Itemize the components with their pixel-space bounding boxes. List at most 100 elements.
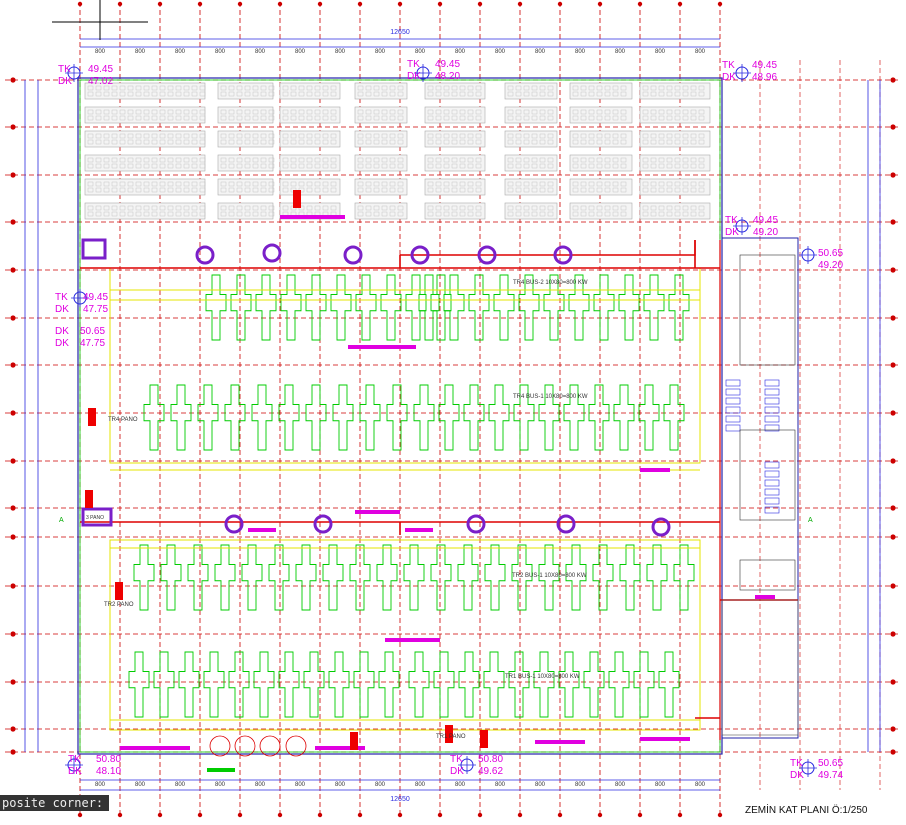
rack-cell [572,91,579,97]
rack-cell [666,91,673,97]
rack-cell [191,181,198,187]
rack-cell [682,211,689,217]
grid-bubble [157,1,163,7]
pv-panel [493,274,515,341]
rack-cell [507,139,514,145]
rack-cell [175,211,182,217]
rack-cell [596,115,603,121]
rack-cell [572,187,579,193]
grid-bubble [397,1,403,7]
rack-cell [612,109,619,115]
rack-cell [228,85,235,91]
dimension-text: 800 [295,49,306,55]
rack-cell [580,115,587,121]
rack-cell [620,139,627,145]
rack-cell [103,85,110,91]
grid-bubble [10,631,16,637]
elevation-marker: TK 49.45 DK 47.02 [58,64,113,87]
pv-panel [430,274,452,341]
storage-rack [279,130,341,148]
pv-panel [178,651,200,718]
storage-rack [84,202,206,220]
rack-cell [175,163,182,169]
rack-cell [642,109,649,115]
rack-cell [175,157,182,163]
rack-cell [365,109,372,115]
rack-cell [314,115,321,121]
storage-rack [504,82,558,100]
rack-cell [191,85,198,91]
rack-cell [427,133,434,139]
rack-cell [236,157,243,163]
pv-panel-rows [128,274,695,718]
pv-panel [443,274,465,341]
rack-cell [373,157,380,163]
rack-cell [220,85,227,91]
rack-cell [451,157,458,163]
dimension-text: 800 [295,782,306,788]
rack-cell [298,85,305,91]
rack-cell [612,139,619,145]
dimension-text: 800 [575,49,586,55]
rack-cell [260,181,267,187]
pv-panel [143,384,165,451]
grid-bubble [557,1,563,7]
rack-cell [191,157,198,163]
grid-bubble [597,812,603,818]
rack-cell [443,85,450,91]
storage-rack [569,178,633,196]
rack-cell [87,133,94,139]
svg-text:48.96: 48.96 [752,72,777,83]
rack-cell [620,163,627,169]
annex-desk [725,415,741,423]
rack-cell [612,85,619,91]
svg-text:DK: DK [55,326,69,337]
rack-cell [167,139,174,145]
rack-cell [290,139,297,145]
rack-cell [119,163,126,169]
rack-cell [539,187,546,193]
pv-panel [483,651,505,718]
rack-cell [95,163,102,169]
rack-cell [435,139,442,145]
rack-cell [588,133,595,139]
rack-cell [290,157,297,163]
rack-cell [397,205,404,211]
rack-cell [397,181,404,187]
rack-cell [183,157,190,163]
rack-cell [314,157,321,163]
svg-text:TK: TK [722,60,735,71]
storage-rack [279,178,341,196]
storage-rack [279,154,341,172]
rack-cell [322,187,329,193]
grid-bubble [197,812,203,818]
rack-cell [381,157,388,163]
rack-cell [459,187,466,193]
rack-cell [135,181,142,187]
rack-cell [135,211,142,217]
rack-cell [111,85,118,91]
rack-cell [111,109,118,115]
rack-cell [690,163,697,169]
rack-cell [435,181,442,187]
grid-bubble [890,410,896,416]
svg-text:DK: DK [55,304,69,315]
dimension-text: 800 [215,49,226,55]
water-tank [209,735,231,757]
svg-text:49.45: 49.45 [753,215,778,226]
rack-cell [183,115,190,121]
pv-panel [251,384,273,451]
rack-cell [443,181,450,187]
rack-cell [475,157,482,163]
elevation-marker: DK 50.65 DK 47.75 [55,326,105,349]
rack-cell [690,181,697,187]
rack-cell [365,133,372,139]
rack-cell [199,109,206,115]
rack-cell [322,91,329,97]
rack-cell [252,163,259,169]
rack-cell [244,187,251,193]
storage-rack [354,130,408,148]
svg-text:47.02: 47.02 [88,76,113,87]
rack-cell [451,91,458,97]
rack-cell [547,181,554,187]
